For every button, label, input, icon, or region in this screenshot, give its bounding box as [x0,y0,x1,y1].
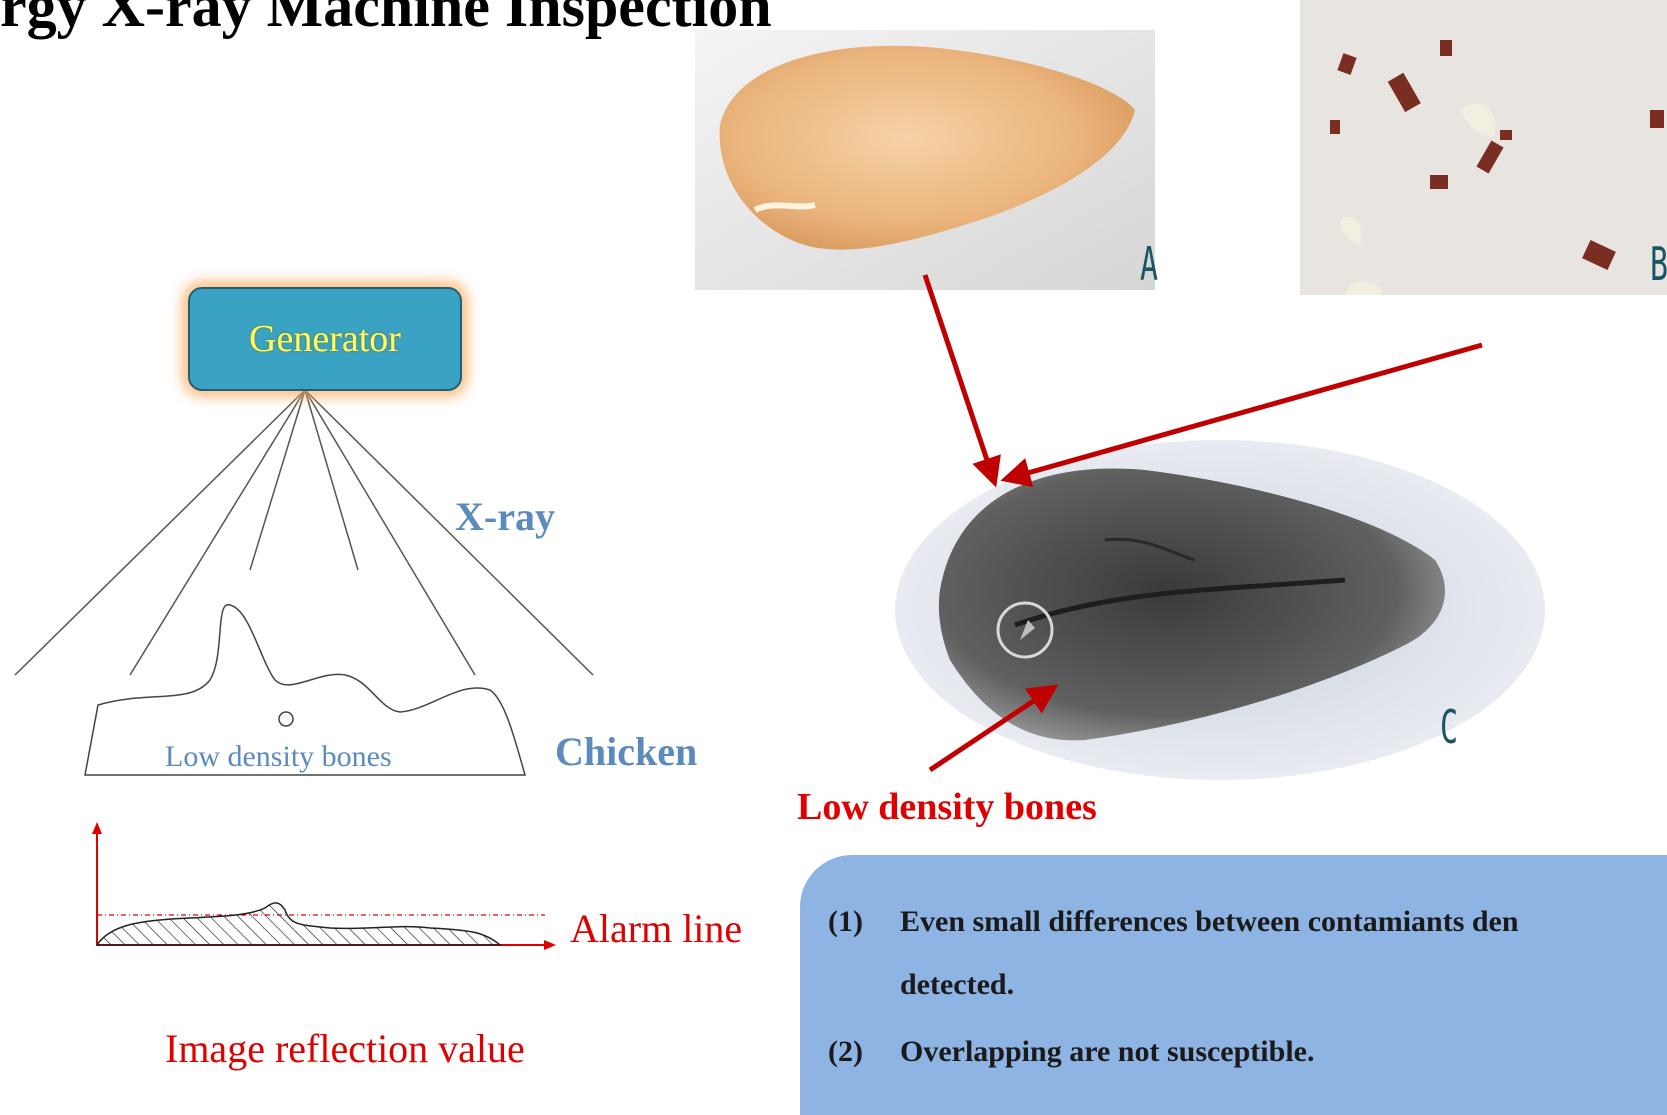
info-item-1-number: (1) [828,905,863,939]
info-item-1-text: Even small differences between contamian… [900,905,1519,939]
arrow-b-to-c [1010,345,1482,478]
bones-callout: Low density bones [797,785,1097,829]
info-item-2-text: Overlapping are not susceptible. [900,1035,1314,1069]
arrow-to-bone [930,690,1050,770]
arrow-a-to-c [925,275,993,478]
info-item-1-continuation: detected. [900,968,1014,1002]
info-item-2-number: (2) [828,1035,863,1069]
